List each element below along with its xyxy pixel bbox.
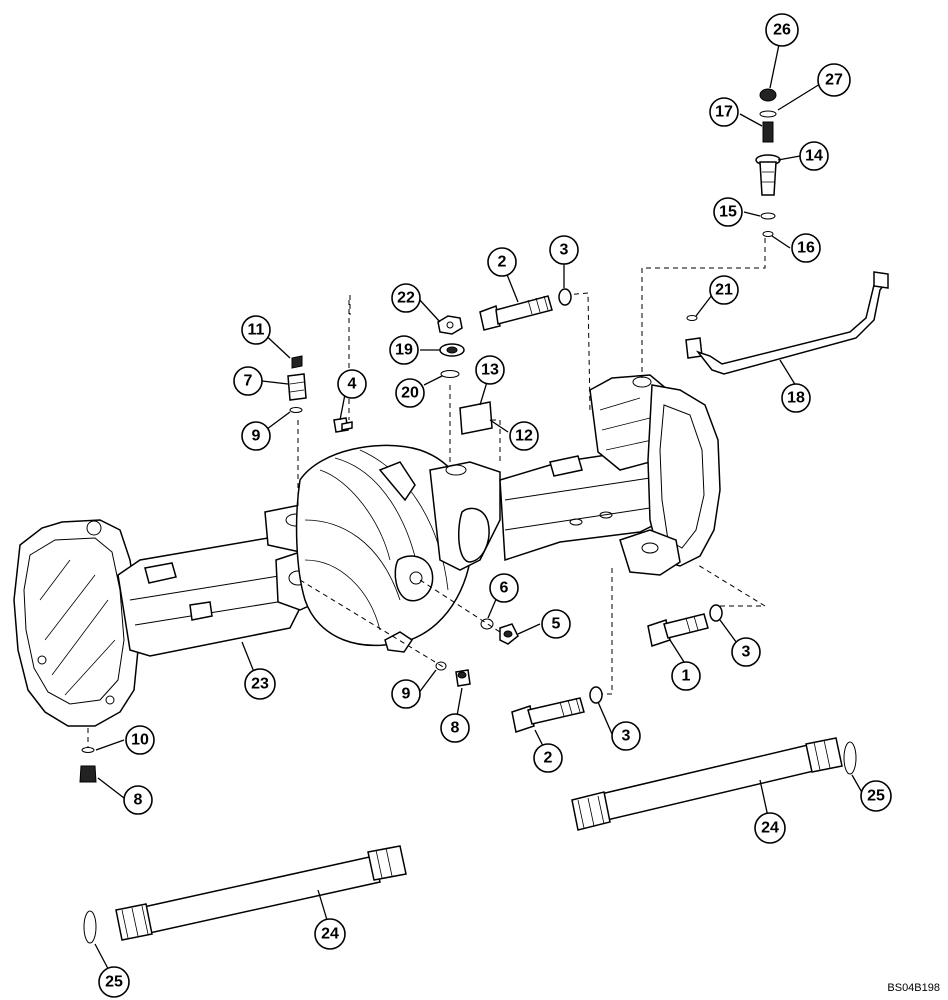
callout-22: 22: [391, 283, 421, 313]
svg-text:9: 9: [402, 686, 411, 703]
svg-text:6: 6: [500, 580, 509, 597]
breather-assembly: [755, 88, 781, 237]
callout-20: 20: [395, 378, 425, 408]
bolt-2-top: [479, 288, 572, 331]
callout-17: 17: [709, 97, 739, 127]
callout-3-bottom: 3: [611, 721, 641, 751]
svg-text:7: 7: [244, 373, 253, 390]
callout-12: 12: [509, 421, 539, 451]
callout-9-top: 9: [241, 421, 271, 451]
svg-text:24: 24: [761, 820, 779, 837]
svg-text:16: 16: [797, 240, 815, 257]
svg-text:21: 21: [715, 282, 733, 299]
drain-parts-left: [79, 747, 97, 783]
svg-text:5: 5: [552, 616, 561, 633]
svg-text:2: 2: [544, 750, 553, 767]
axle-shaft-right: [571, 737, 857, 831]
svg-text:15: 15: [719, 204, 737, 221]
svg-text:23: 23: [251, 676, 269, 693]
callout-4: 4: [337, 369, 367, 399]
svg-text:1: 1: [682, 668, 691, 685]
callout-14: 14: [799, 141, 829, 171]
callout-3-mid: 3: [731, 637, 761, 667]
callout-8-left: 8: [123, 785, 153, 815]
svg-text:24: 24: [321, 926, 339, 943]
callout-26: 26: [765, 13, 799, 47]
callout-24-left: 24: [314, 918, 346, 950]
drawing-code: BS04B198: [887, 982, 940, 994]
breather-tube: [685, 271, 889, 375]
callout-10: 10: [125, 725, 155, 755]
drain-parts-center: [435, 618, 519, 687]
callout-24-right: 24: [754, 812, 786, 844]
svg-text:3: 3: [742, 644, 751, 661]
svg-text:9: 9: [252, 428, 261, 445]
callout-16: 16: [791, 233, 821, 263]
callout-11: 11: [241, 315, 271, 345]
callout-2-bottom: 2: [533, 743, 563, 773]
callout-8-center: 8: [440, 713, 470, 743]
callout-7: 7: [233, 366, 263, 396]
svg-text:12: 12: [515, 428, 533, 445]
axle-housing: [13, 374, 721, 727]
svg-text:18: 18: [787, 390, 805, 407]
callout-6: 6: [489, 573, 519, 603]
callout-21: 21: [709, 275, 739, 305]
callout-9-bottom: 9: [391, 679, 421, 709]
svg-text:4: 4: [348, 376, 357, 393]
fill-plug-parts: [437, 315, 465, 378]
callout-19: 19: [389, 335, 419, 365]
bolt-4: [333, 417, 353, 433]
svg-text:20: 20: [401, 385, 419, 402]
svg-text:25: 25: [105, 974, 123, 991]
svg-text:26: 26: [773, 22, 791, 39]
bolt-1: [647, 604, 723, 647]
left-plug-parts: [287, 355, 307, 413]
callout-23: 23: [244, 668, 276, 700]
svg-text:17: 17: [715, 104, 733, 121]
callout-2-top: 2: [487, 247, 517, 277]
svg-text:25: 25: [867, 788, 885, 805]
callout-18: 18: [781, 383, 811, 413]
callout-25-left: 25: [98, 966, 130, 998]
plate-13: [459, 401, 493, 435]
svg-text:3: 3: [622, 728, 631, 745]
svg-text:11: 11: [248, 322, 265, 339]
svg-text:8: 8: [451, 720, 460, 737]
svg-text:13: 13: [481, 362, 499, 379]
axle-shaft-left: [83, 845, 407, 944]
bolt-2-bottom: [511, 686, 603, 733]
svg-text:3: 3: [560, 242, 569, 259]
svg-text:2: 2: [498, 254, 507, 271]
callout-13: 13: [475, 355, 505, 385]
svg-text:27: 27: [825, 72, 843, 89]
svg-text:19: 19: [395, 342, 413, 359]
callout-27: 27: [817, 63, 851, 97]
svg-text:8: 8: [134, 792, 143, 809]
svg-text:22: 22: [397, 290, 415, 307]
svg-text:14: 14: [805, 148, 823, 165]
callout-3-top: 3: [549, 235, 579, 265]
assembly-guide-lines: [87, 238, 767, 748]
svg-text:10: 10: [131, 732, 149, 749]
callout-25-right: 25: [860, 780, 892, 812]
callout-5: 5: [541, 609, 571, 639]
callout-1: 1: [671, 661, 701, 691]
callout-15: 15: [713, 197, 743, 227]
